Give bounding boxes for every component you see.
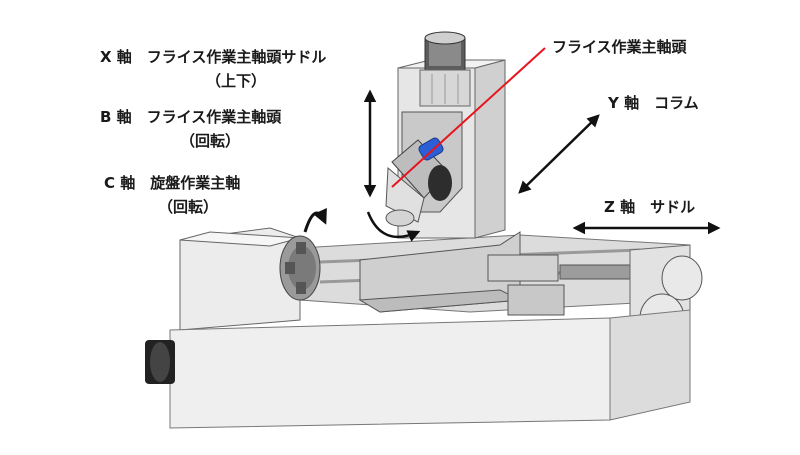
double-arrow-icon bbox=[518, 114, 600, 194]
x-axis-sub-label: （上下） bbox=[206, 72, 267, 90]
spindle-motor bbox=[419, 31, 471, 107]
x-axis-label: X 軸 フライス作業主軸頭サドル bbox=[100, 48, 327, 66]
c-axis-label: C 軸 旋盤作業主軸 bbox=[104, 174, 241, 192]
rotation-arrow-icon bbox=[303, 207, 327, 233]
y-axis-label: Y 軸 コラム bbox=[608, 94, 699, 112]
rotation-arrow-icon bbox=[366, 211, 421, 242]
b-axis-label: B 軸 フライス作業主軸頭 bbox=[100, 108, 282, 126]
headstock bbox=[179, 227, 321, 331]
z-axis-label: Z 軸 サドル bbox=[604, 198, 696, 216]
milling-head-label: フライス作業主軸頭 bbox=[552, 38, 687, 56]
b-axis-sub-label: （回転） bbox=[180, 132, 241, 150]
pointer-line bbox=[391, 47, 546, 188]
c-axis-sub-label: （回転） bbox=[158, 198, 219, 216]
machine-bed bbox=[145, 309, 691, 429]
